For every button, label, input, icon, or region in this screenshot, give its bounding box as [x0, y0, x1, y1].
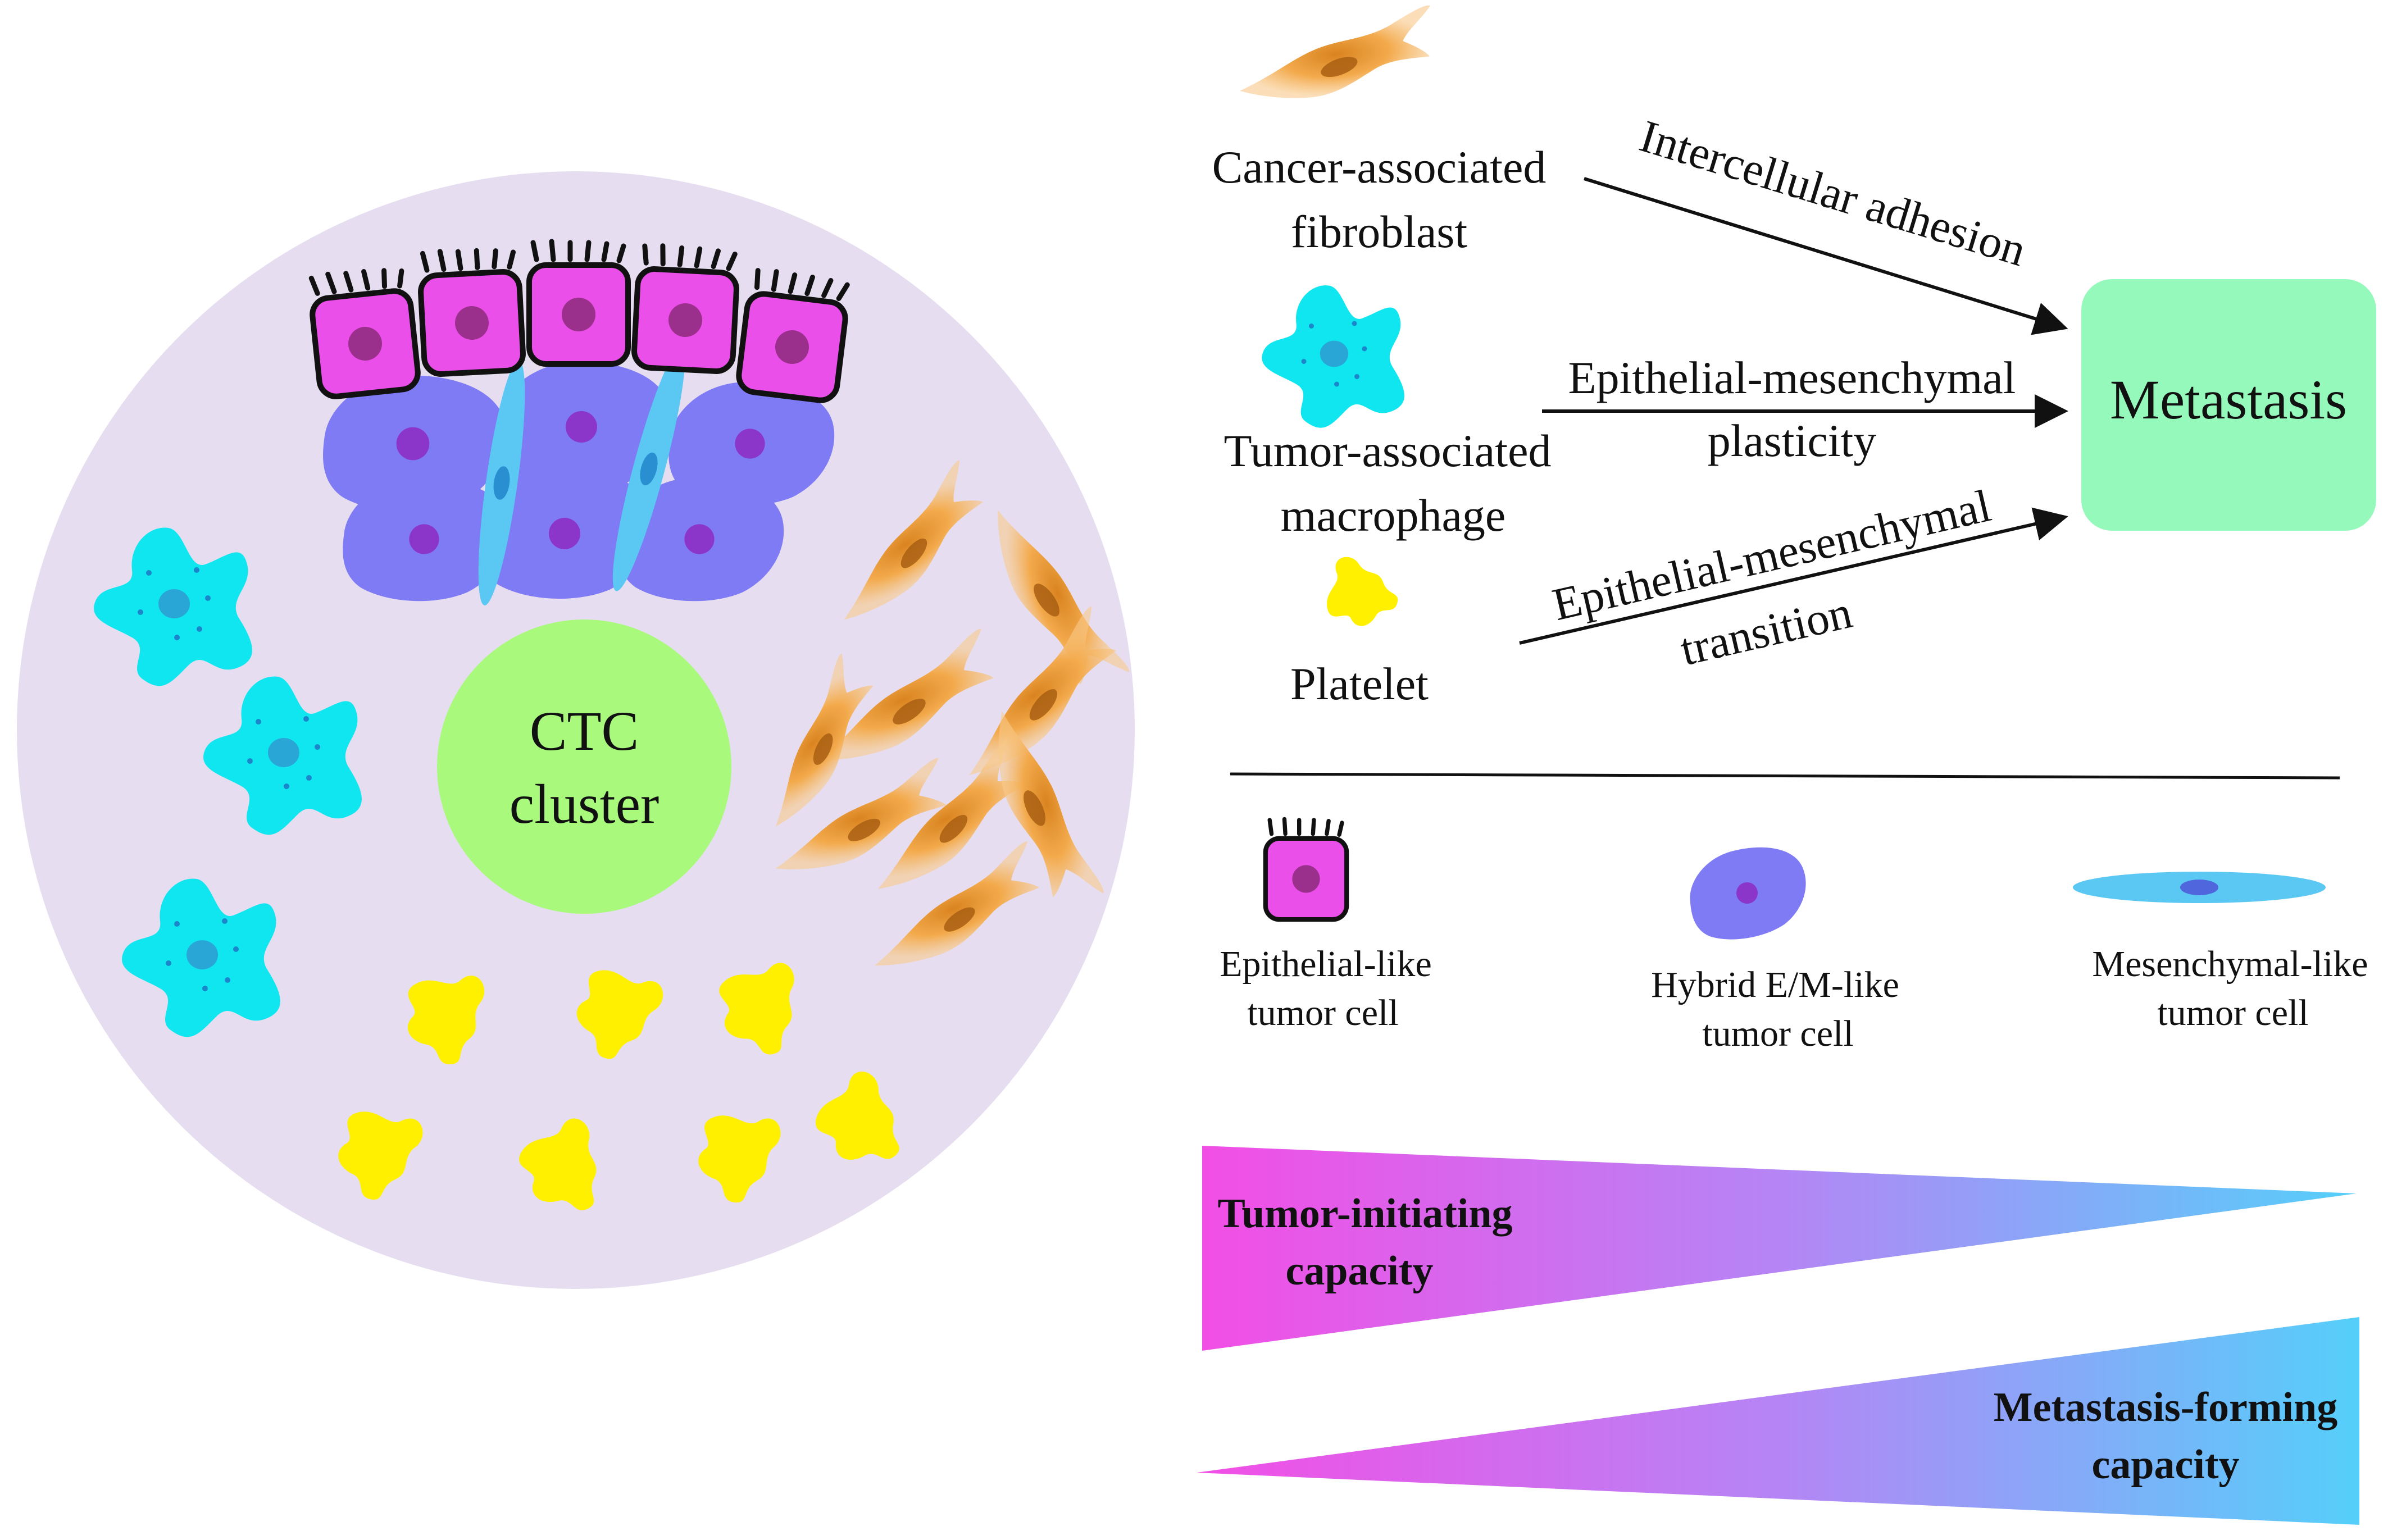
- ctc-cluster-label-line2: cluster: [510, 773, 659, 835]
- tumor-initiating-label-line2: capacity: [1285, 1248, 1433, 1294]
- section-divider: [1230, 772, 2340, 780]
- metastasis-label: Metastasis: [2110, 368, 2347, 431]
- epithelial-cell-legend: Epithelial-like tumor cell: [1220, 817, 1432, 1033]
- ctc-cluster-badge: CTC cluster: [437, 619, 731, 914]
- mesenchymal-label-line2: tumor cell: [2157, 992, 2308, 1033]
- arrow-adhesion: Intercellular adhesion: [1584, 110, 2068, 335]
- platelet-icon: [1318, 553, 1407, 636]
- metastasis-forming-label-line1: Metastasis-forming: [1994, 1384, 2337, 1430]
- tam-label-line1: Tumor-associated: [1224, 425, 1552, 476]
- hybrid-label-line1: Hybrid E/M-like: [1651, 964, 1899, 1005]
- metastasis-box: Metastasis: [2081, 279, 2376, 531]
- epithelial-cell-icon: [1266, 817, 1347, 919]
- caf-label-line1: Cancer-associated: [1212, 142, 1546, 193]
- macrophage-icon: [1262, 285, 1404, 428]
- emp-label-line2: plasticity: [1708, 415, 1877, 466]
- arrow-emp: Epithelial-mesenchymal plasticity: [1542, 352, 2068, 466]
- emp-label-line1: Epithelial-mesenchymal: [1568, 352, 2016, 403]
- mesenchymal-label-line1: Mesenchymal-like: [2092, 944, 2368, 985]
- caf-legend: Cancer-associated fibroblast: [1212, 5, 1546, 257]
- tam-label-line2: macrophage: [1281, 490, 1506, 541]
- ctc-cluster-label-line1: CTC: [530, 700, 639, 762]
- platelet-label: Platelet: [1290, 658, 1429, 709]
- tumor-initiating-label-line1: Tumor-initiating: [1218, 1191, 1513, 1237]
- adhesion-label: Intercellular adhesion: [1634, 110, 2032, 276]
- epithelial-cells-cluster: [308, 239, 850, 402]
- hybrid-cells-cluster: [323, 362, 835, 602]
- metastasis-forming-label-line2: capacity: [2091, 1442, 2239, 1488]
- arrow-emt: Epithelial-mesenchymal transition: [1519, 480, 2068, 675]
- platelet-legend: Platelet: [1290, 553, 1429, 709]
- tam-legend: Tumor-associated macrophage: [1224, 285, 1552, 541]
- caf-label-line2: fibroblast: [1291, 206, 1467, 257]
- mesenchymal-cell-legend: Mesenchymal-like tumor cell: [2073, 872, 2368, 1033]
- metastasis-forming-gradient: Metastasis-forming capacity: [1197, 1317, 2359, 1525]
- hybrid-cell-icon: [1681, 837, 1816, 949]
- mesenchymal-cell-icon: [2073, 872, 2326, 903]
- mesenchymal-cells-cluster: [478, 347, 685, 605]
- fibroblast-icon: [1234, 5, 1438, 104]
- epithelial-label-line2: tumor cell: [1247, 992, 1398, 1033]
- epithelial-label-line1: Epithelial-like: [1220, 944, 1432, 985]
- hybrid-cell-legend: Hybrid E/M-like tumor cell: [1651, 837, 1899, 1054]
- hybrid-label-line2: tumor cell: [1702, 1013, 1853, 1054]
- tumor-initiating-gradient: Tumor-initiating capacity: [1202, 1146, 2357, 1351]
